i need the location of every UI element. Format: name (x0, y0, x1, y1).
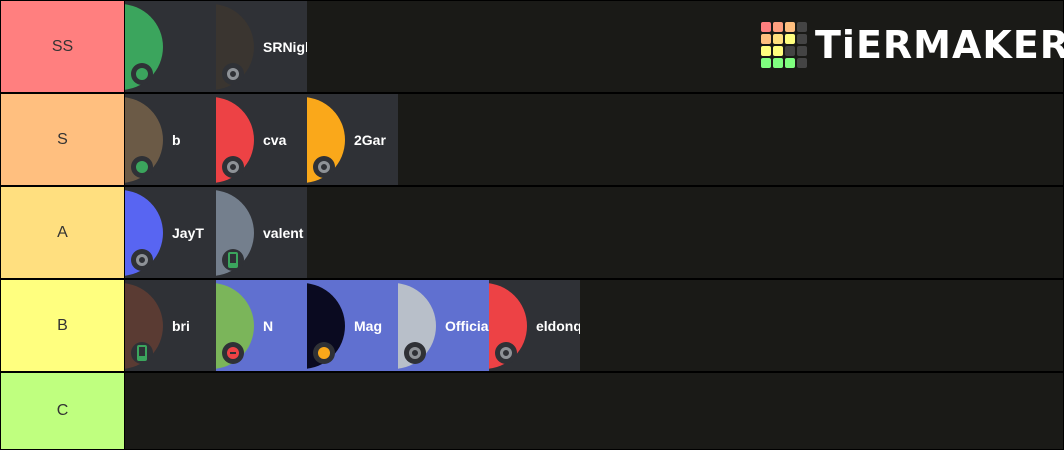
status-indicator-icon (131, 249, 153, 271)
logo-grid-icon (761, 22, 807, 68)
member-card[interactable]: bri (125, 280, 216, 371)
logo-grid-cell (761, 46, 771, 56)
member-card[interactable]: Mag (307, 280, 398, 371)
member-card[interactable]: Officia (398, 280, 489, 371)
member-name: cva (263, 131, 287, 148)
logo-text: TiERMAKER (815, 23, 1064, 67)
status-indicator-icon (222, 63, 244, 85)
member-card[interactable]: valent (216, 187, 307, 278)
status-indicator-icon (313, 156, 335, 178)
logo-grid-cell (785, 34, 795, 44)
member-name: valent (263, 224, 304, 241)
member-name: bri (172, 317, 190, 334)
logo-grid-cell (797, 34, 807, 44)
tier-row-a: A JayT valent (1, 187, 1063, 280)
member-name: 2Gar (354, 131, 386, 148)
member-name: Mag (354, 317, 382, 334)
tier-row-ss: SS SRNigh (1, 1, 1063, 94)
member-card[interactable]: b (125, 94, 216, 185)
status-indicator-icon (495, 342, 517, 364)
tier-items-b[interactable]: bri N Mag Officia eldonque (125, 280, 580, 371)
member-name: N (263, 317, 274, 334)
logo-grid-cell (797, 22, 807, 32)
tier-items-ss[interactable]: SRNigh (125, 1, 307, 92)
member-name: SRNigh (263, 38, 307, 55)
logo-grid-cell (761, 22, 771, 32)
logo-grid-cell (785, 46, 795, 56)
member-card[interactable]: eldonque (489, 280, 580, 371)
logo-grid-cell (797, 58, 807, 68)
logo-grid-cell (773, 22, 783, 32)
member-name: JayT (172, 224, 204, 241)
member-card[interactable]: 2Gar (307, 94, 398, 185)
logo-grid-cell (773, 58, 783, 68)
status-indicator-icon (222, 342, 244, 364)
tier-label-s[interactable]: S (1, 94, 125, 185)
tier-label-ss[interactable]: SS (1, 1, 125, 92)
tier-row-c: C (1, 373, 1063, 449)
tier-label-c[interactable]: C (1, 373, 125, 449)
member-name: b (172, 131, 181, 148)
member-card[interactable] (125, 1, 216, 92)
member-card[interactable]: N (216, 280, 307, 371)
tier-items-a[interactable]: JayT valent (125, 187, 307, 278)
logo-grid-cell (761, 58, 771, 68)
tier-row-b: B bri N Mag Officia eldonque (1, 280, 1063, 373)
status-indicator-icon (222, 249, 244, 271)
tiermaker-logo: TiERMAKER (761, 20, 1064, 70)
logo-grid-cell (761, 34, 771, 44)
status-indicator-icon (131, 342, 153, 364)
status-indicator-icon (313, 342, 335, 364)
logo-grid-cell (785, 58, 795, 68)
tier-label-a[interactable]: A (1, 187, 125, 278)
member-name: Officia (445, 317, 489, 334)
logo-grid-cell (773, 46, 783, 56)
status-indicator-icon (222, 156, 244, 178)
logo-grid-cell (785, 22, 795, 32)
status-indicator-icon (131, 156, 153, 178)
member-name: eldonque (536, 317, 580, 334)
tier-items-s[interactable]: b cva 2Gar (125, 94, 398, 185)
tier-label-b[interactable]: B (1, 280, 125, 371)
status-indicator-icon (131, 63, 153, 85)
member-card[interactable]: JayT (125, 187, 216, 278)
member-card[interactable]: cva (216, 94, 307, 185)
member-card[interactable]: SRNigh (216, 1, 307, 92)
logo-grid-cell (797, 46, 807, 56)
tier-row-s: S b cva 2Gar (1, 94, 1063, 187)
logo-grid-cell (773, 34, 783, 44)
status-indicator-icon (404, 342, 426, 364)
